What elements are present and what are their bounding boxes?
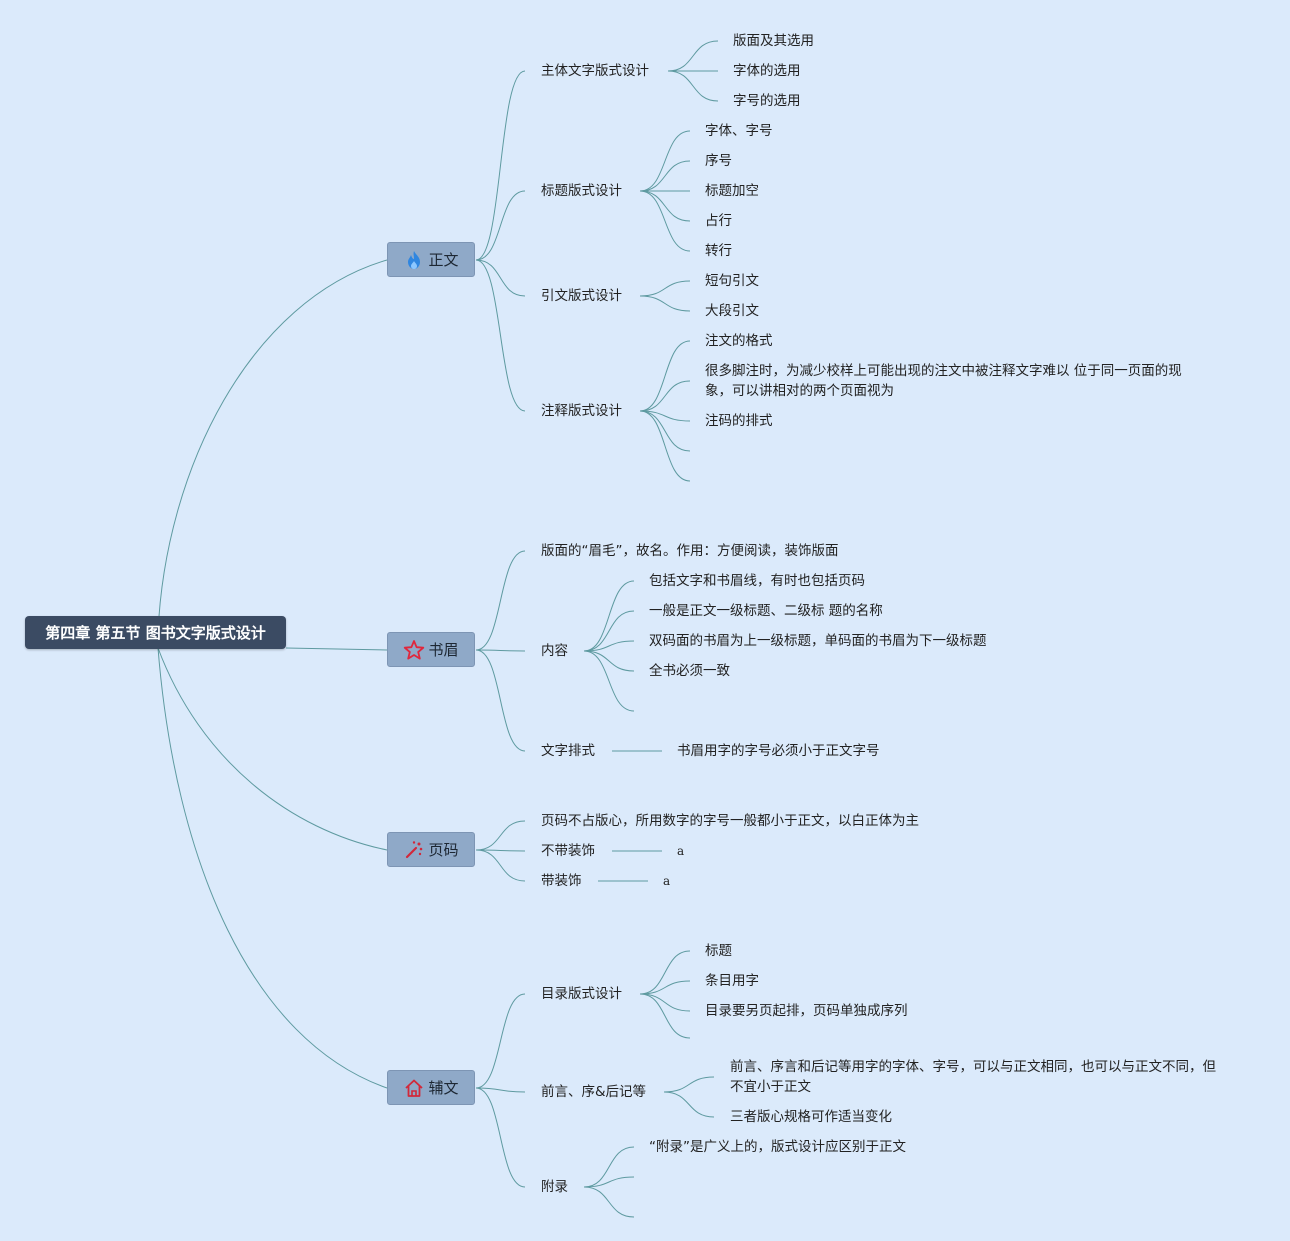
connector-line xyxy=(583,650,635,712)
connector-line xyxy=(475,849,526,852)
subtopic-appendix[interactable]: 附录 xyxy=(541,1179,568,1195)
connector-line xyxy=(667,70,719,102)
subtopic-quote-design[interactable]: 引文版式设计 xyxy=(541,288,622,304)
connector-line xyxy=(157,647,388,851)
connector-line xyxy=(639,295,691,312)
leaf-topic[interactable]: 双码面的书眉为上一级标题，单码面的书眉为下一级标题 xyxy=(649,633,987,649)
subtopic-decorated-page-number[interactable]: 带装饰 xyxy=(541,873,582,889)
connector-line xyxy=(639,190,691,252)
connector-line xyxy=(639,980,691,995)
connector-line xyxy=(475,820,526,851)
star-icon xyxy=(404,639,425,659)
leaf-topic[interactable]: 占行 xyxy=(705,213,732,229)
magic-wand-icon xyxy=(406,840,423,858)
leaf-topic[interactable]: 字体的选用 xyxy=(733,63,801,79)
connector-line xyxy=(475,259,526,297)
connector-line xyxy=(639,160,691,192)
subtopic-heading-design[interactable]: 标题版式设计 xyxy=(541,183,622,199)
topic-zhengwen[interactable]: 正文 xyxy=(387,242,475,277)
subtopic-annotation-design[interactable]: 注释版式设计 xyxy=(541,403,622,419)
leaf-topic[interactable]: 三者版心规格可作适当变化 xyxy=(730,1109,892,1125)
connector-line xyxy=(639,993,691,1012)
leaf-topic[interactable]: 一般是正文一级标题、二级标 题的名称 xyxy=(649,603,883,619)
connector-line xyxy=(583,1176,635,1188)
topic-yema[interactable]: 页码 xyxy=(387,832,475,867)
connector-line xyxy=(639,993,691,1039)
leaf-topic[interactable]: 全书必须一致 xyxy=(649,663,730,679)
leaf-topic[interactable]: 短句引文 xyxy=(705,273,759,289)
flame-icon xyxy=(408,250,421,269)
connector-line xyxy=(583,1146,635,1188)
connector-line xyxy=(157,259,388,634)
leaf-topic[interactable]: 注文的格式 xyxy=(705,333,773,349)
connector-line xyxy=(667,40,719,72)
topic-label: 辅文 xyxy=(428,1079,459,1097)
subtopic-plain-page-number[interactable]: 不带装饰 xyxy=(541,843,595,859)
leaf-topic[interactable]: 标题加空 xyxy=(705,183,759,199)
connector-line xyxy=(663,1076,715,1093)
connector-line xyxy=(663,1091,715,1118)
connector-line xyxy=(639,410,691,422)
connector-line xyxy=(639,280,691,297)
connector-line xyxy=(475,1087,526,1093)
connector-line xyxy=(583,580,635,652)
connector-line xyxy=(157,647,388,1089)
subtopic-toc-design[interactable]: 目录版式设计 xyxy=(541,986,622,1002)
subtopic-page-number-rule[interactable]: 页码不占版心，所用数字的字号一般都小于正文，以白正体为主 xyxy=(541,813,919,829)
connector-line xyxy=(475,649,526,652)
topic-shumei[interactable]: 书眉 xyxy=(387,632,475,667)
connector-line xyxy=(475,849,526,882)
connector-line xyxy=(639,380,691,412)
leaf-topic[interactable]: 序号 xyxy=(705,153,732,169)
subtopic-header-content[interactable]: 内容 xyxy=(541,643,568,659)
leaf-topic[interactable]: 条目用字 xyxy=(705,973,759,989)
subtopic-header-typesetting[interactable]: 文字排式 xyxy=(541,743,595,759)
connector-line xyxy=(583,1186,635,1218)
leaf-topic[interactable]: 大段引文 xyxy=(705,303,759,319)
connector-line xyxy=(475,190,526,261)
leaf-topic[interactable]: 注码的排式 xyxy=(705,413,773,429)
connector-line xyxy=(639,190,691,222)
connector-line xyxy=(639,410,691,452)
subtopic-header-purpose[interactable]: 版面的“眉毛”，故名。作用：方便阅读，装饰版面 xyxy=(541,543,839,559)
leaf-topic[interactable]: 转行 xyxy=(705,243,732,259)
connector-line xyxy=(475,259,526,412)
topic-label: 正文 xyxy=(428,251,459,269)
connector-line xyxy=(639,410,691,482)
connector-line xyxy=(475,993,526,1089)
connector-line xyxy=(475,70,526,261)
leaf-topic[interactable]: 包括文字和书眉线，有时也包括页码 xyxy=(649,573,865,589)
leaf-topic[interactable]: 版面及其选用 xyxy=(733,33,814,49)
subtopic-main-text-design[interactable]: 主体文字版式设计 xyxy=(541,63,649,79)
connector-line xyxy=(639,130,691,192)
leaf-topic[interactable]: 目录要另页起排，页码单独成序列 xyxy=(705,1003,908,1019)
connector-line xyxy=(583,650,635,672)
connector-line xyxy=(475,649,526,752)
leaf-topic[interactable]: 前言、序言和后记等用字的字体、字号，可以与正文相同，也可以与正文不同，但不宜小于… xyxy=(730,1059,1216,1095)
leaf-topic[interactable]: a xyxy=(677,844,685,858)
connector-line xyxy=(639,340,691,412)
connector-line xyxy=(583,640,635,652)
leaf-topic[interactable]: a xyxy=(663,874,671,888)
topic-label: 书眉 xyxy=(428,641,459,659)
leaf-topic[interactable]: “附录”是广义上的，版式设计应区别于正文 xyxy=(649,1139,906,1155)
leaf-topic[interactable]: 字号的选用 xyxy=(733,93,801,109)
topic-fuwen[interactable]: 辅文 xyxy=(387,1070,475,1105)
topic-label: 页码 xyxy=(428,841,459,859)
home-icon xyxy=(405,1079,424,1097)
root-topic[interactable]: 第四章 第五节 图书文字版式设计 xyxy=(25,616,286,649)
connector-line xyxy=(583,610,635,652)
connector-line xyxy=(285,647,388,651)
connector-line xyxy=(475,1087,526,1188)
leaf-topic[interactable]: 很多脚注时，为减少校样上可能出现的注文中被注释文字难以 位于同一页面的现象，可以… xyxy=(705,363,1182,399)
leaf-topic[interactable]: 标题 xyxy=(705,943,732,959)
connector-line xyxy=(475,550,526,651)
leaf-topic[interactable]: 书眉用字的字号必须小于正文字号 xyxy=(677,743,880,759)
leaf-topic[interactable]: 字体、字号 xyxy=(705,123,773,139)
connector-line xyxy=(639,950,691,995)
subtopic-preface-postscript[interactable]: 前言、序&后记等 xyxy=(541,1084,647,1100)
